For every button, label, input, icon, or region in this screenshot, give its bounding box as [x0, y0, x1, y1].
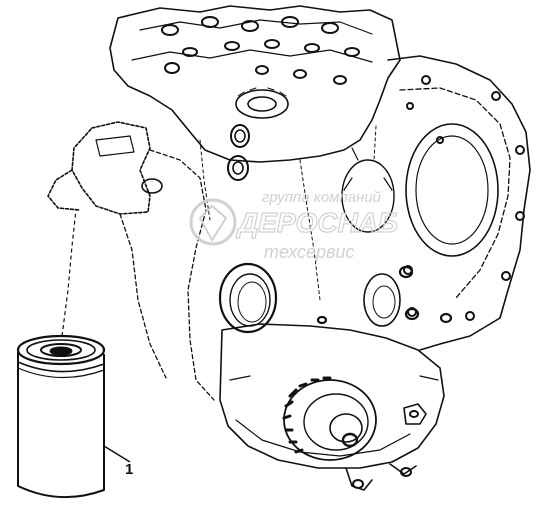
watermark-logo-circle	[189, 198, 237, 246]
watermark: группа компаний ДЕРОСНАБ техсервис	[189, 189, 398, 262]
callout-leader-1	[103, 445, 131, 463]
watermark-logo-mark	[198, 204, 228, 242]
watermark-line-3: техсервис	[264, 242, 354, 262]
engine-front-assembly	[47, 5, 531, 491]
watermark-line-2: ДЕРОСНАБ	[236, 207, 398, 238]
callout-number-1: 1	[125, 461, 133, 478]
watermark-line-1: группа компаний	[262, 189, 382, 206]
oil-filter-cartridge	[16, 209, 106, 499]
